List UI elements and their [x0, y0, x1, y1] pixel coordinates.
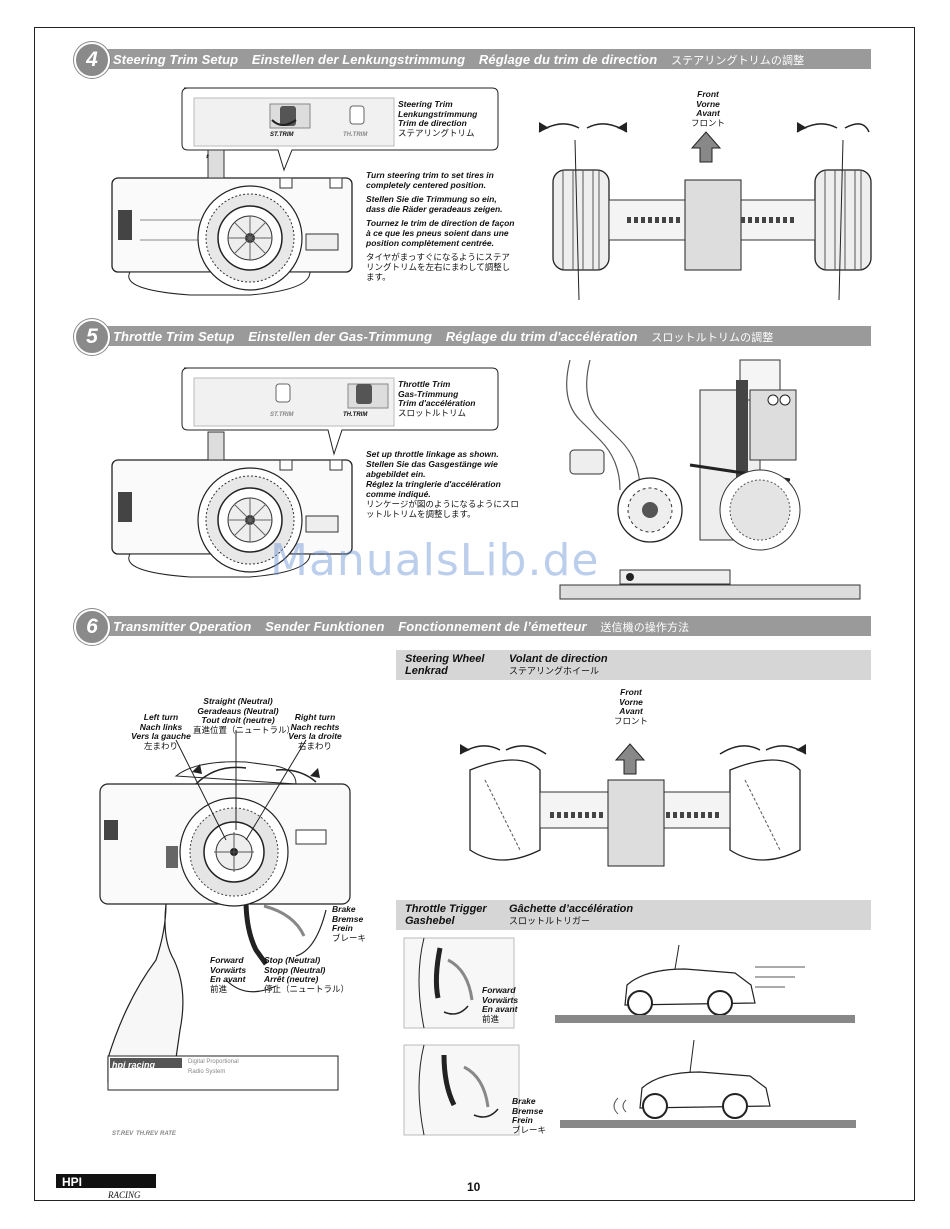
section-5-instructions: Set up throttle linkage as shown. Stelle… — [366, 449, 519, 519]
brake-label-trigger: Brake Bremse Frein ブレーキ — [512, 1096, 547, 1135]
car-brake-diagram — [560, 1039, 856, 1128]
transmitter-top-view-2 — [111, 431, 353, 578]
st-trim-dial-label-2: ST.TRIM — [270, 412, 294, 418]
forward-label-tx: Forward Vorwärts En avant 前進 — [210, 955, 247, 994]
engine-throttle-linkage-diagram — [559, 359, 861, 600]
tx-brand-label: hpi racing — [112, 1060, 156, 1070]
front-label-2: Front Vorne Avant フロント — [613, 687, 648, 726]
logo-script-text: RACING — [107, 1190, 141, 1200]
trim-icon-1: ⇕ — [205, 154, 210, 160]
steering-trim-callout — [181, 87, 499, 172]
throttle-trim-callout-text: Throttle Trim Gas-Trimmung Trim d'accélé… — [398, 379, 476, 418]
transmitter-top-view-1 — [111, 149, 353, 296]
front-chassis-diagram-1 — [538, 122, 872, 301]
hpi-racing-logo: HPI RACING — [56, 1174, 156, 1200]
transmitter-side-view — [99, 730, 351, 1091]
stop-neutral-label: Stop (Neutral) Stopp (Neutral) Arrêt (ne… — [264, 955, 350, 994]
section-6-header-bar — [100, 616, 871, 636]
page-number: 10 — [467, 1180, 481, 1194]
tx-model-text: Digital Proportional Radio System — [188, 1059, 239, 1075]
th-trim-dial-label-2: TH.TRIM — [343, 412, 368, 418]
section-6-number-badge: 6 — [74, 609, 110, 645]
trigger-brake-diagram — [403, 1044, 520, 1136]
section-4-instructions: Turn steering trim to set tires in compl… — [366, 170, 515, 282]
throttle-trim-callout — [181, 367, 499, 456]
forward-label-trigger: Forward Vorwärts En avant 前進 — [482, 985, 519, 1024]
steering-trim-callout-text: Steering Trim Lenkungstrimmung Trim de d… — [398, 99, 478, 138]
section-6-title: Transmitter Operation Sender Funktionen … — [113, 619, 690, 634]
page-border — [34, 27, 915, 1201]
section-4-title: Steering Trim Setup Einstellen der Lenku… — [113, 52, 805, 67]
manualslib-watermark: ManualsLib.de — [270, 535, 600, 586]
straight-neutral-label: Straight (Neutral) Geradeaus (Neutral) T… — [193, 696, 296, 735]
st-trim-dial-label: ST.TRIM — [270, 132, 294, 138]
front-chassis-diagram-2 — [459, 743, 807, 867]
tx-switch-label-2: TH.REV — [136, 1131, 159, 1137]
car-forward-diagram — [555, 944, 855, 1023]
tx-switch-label-1: ST.REV — [112, 1131, 134, 1137]
th-trim-dial-label: TH.TRIM — [343, 132, 368, 138]
throttle-trigger-subheader: Throttle Trigger Gashebel Gâchette d’acc… — [396, 900, 871, 930]
front-label-1: Front Vorne Avant フロント — [690, 89, 725, 128]
left-turn-label: Left turn Nach links Vers la gauche 左まわり — [131, 712, 191, 751]
section-4-number-badge: 4 — [74, 42, 110, 78]
right-turn-label: Right turn Nach rechts Vers la droite 右ま… — [288, 712, 342, 751]
section-5-number-badge: 5 — [74, 319, 110, 355]
trigger-forward-diagram — [403, 937, 515, 1029]
tx-switch-label-3: RATE — [160, 1131, 176, 1137]
section-5-title: Throttle Trim Setup Einstellen der Gas-T… — [113, 329, 774, 344]
brake-label-tx: Brake Bremse Frein ブレーキ — [332, 904, 367, 943]
steering-wheel-subheader: Steering Wheel Lenkrad Volant de directi… — [396, 650, 871, 680]
logo-main-text: HPI — [62, 1175, 82, 1189]
section-4-header-bar — [100, 49, 871, 69]
section-5-header-bar — [100, 326, 871, 346]
